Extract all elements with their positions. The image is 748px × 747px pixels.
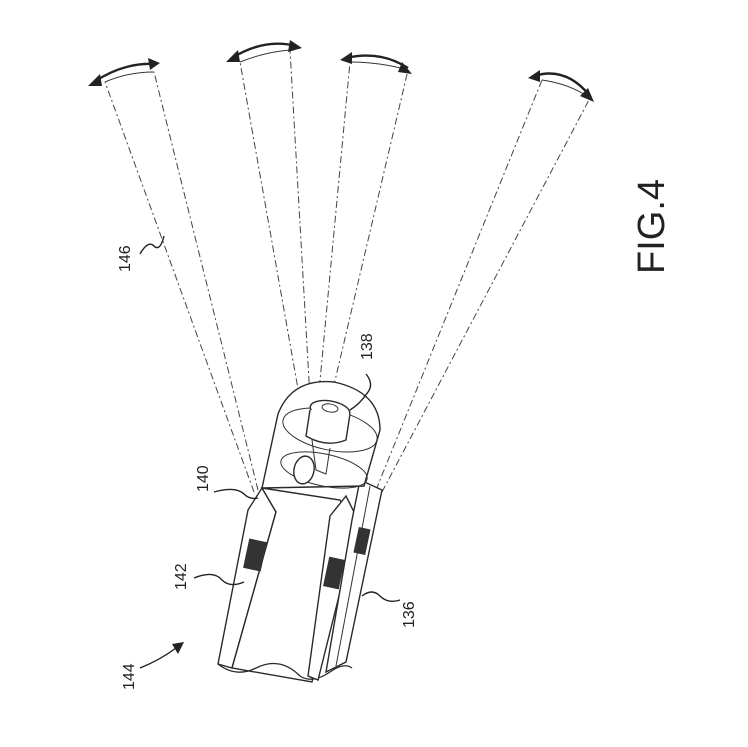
leader-136	[361, 591, 401, 603]
figure-title: FIG.4	[631, 179, 673, 274]
label-136: 136	[401, 601, 418, 628]
reference-labels: 146 138 140 142 144 136	[117, 245, 418, 690]
beam-3	[317, 61, 409, 403]
leader-146	[139, 235, 165, 255]
beam-group	[104, 49, 591, 493]
sweep-arrows	[88, 40, 594, 102]
label-142: 142	[173, 563, 190, 590]
bottom-cut	[217, 662, 353, 680]
leader-140	[213, 488, 259, 500]
beam-4	[375, 79, 591, 493]
pad-1	[243, 538, 267, 572]
dome-cap	[261, 380, 381, 489]
device-housing	[217, 478, 383, 683]
projector-head	[293, 399, 351, 485]
sweep-arrow-1	[88, 58, 160, 86]
sweep-arrow-4	[528, 70, 594, 102]
beam-1	[104, 71, 259, 493]
leader-142	[193, 573, 245, 586]
leader-lines	[139, 235, 401, 669]
sweep-arrow-3	[340, 52, 412, 74]
leader-144	[139, 647, 177, 669]
label-146: 146	[117, 245, 134, 272]
label-144: 144	[121, 663, 138, 690]
arrowhead-144	[172, 642, 184, 654]
beam-2	[239, 49, 311, 401]
sweep-arrow-2	[226, 40, 302, 62]
pad-2	[323, 556, 345, 590]
label-138: 138	[359, 333, 376, 360]
label-140: 140	[195, 465, 212, 492]
leader-138	[349, 373, 372, 411]
right-column	[325, 478, 383, 674]
pad-3	[353, 527, 371, 555]
